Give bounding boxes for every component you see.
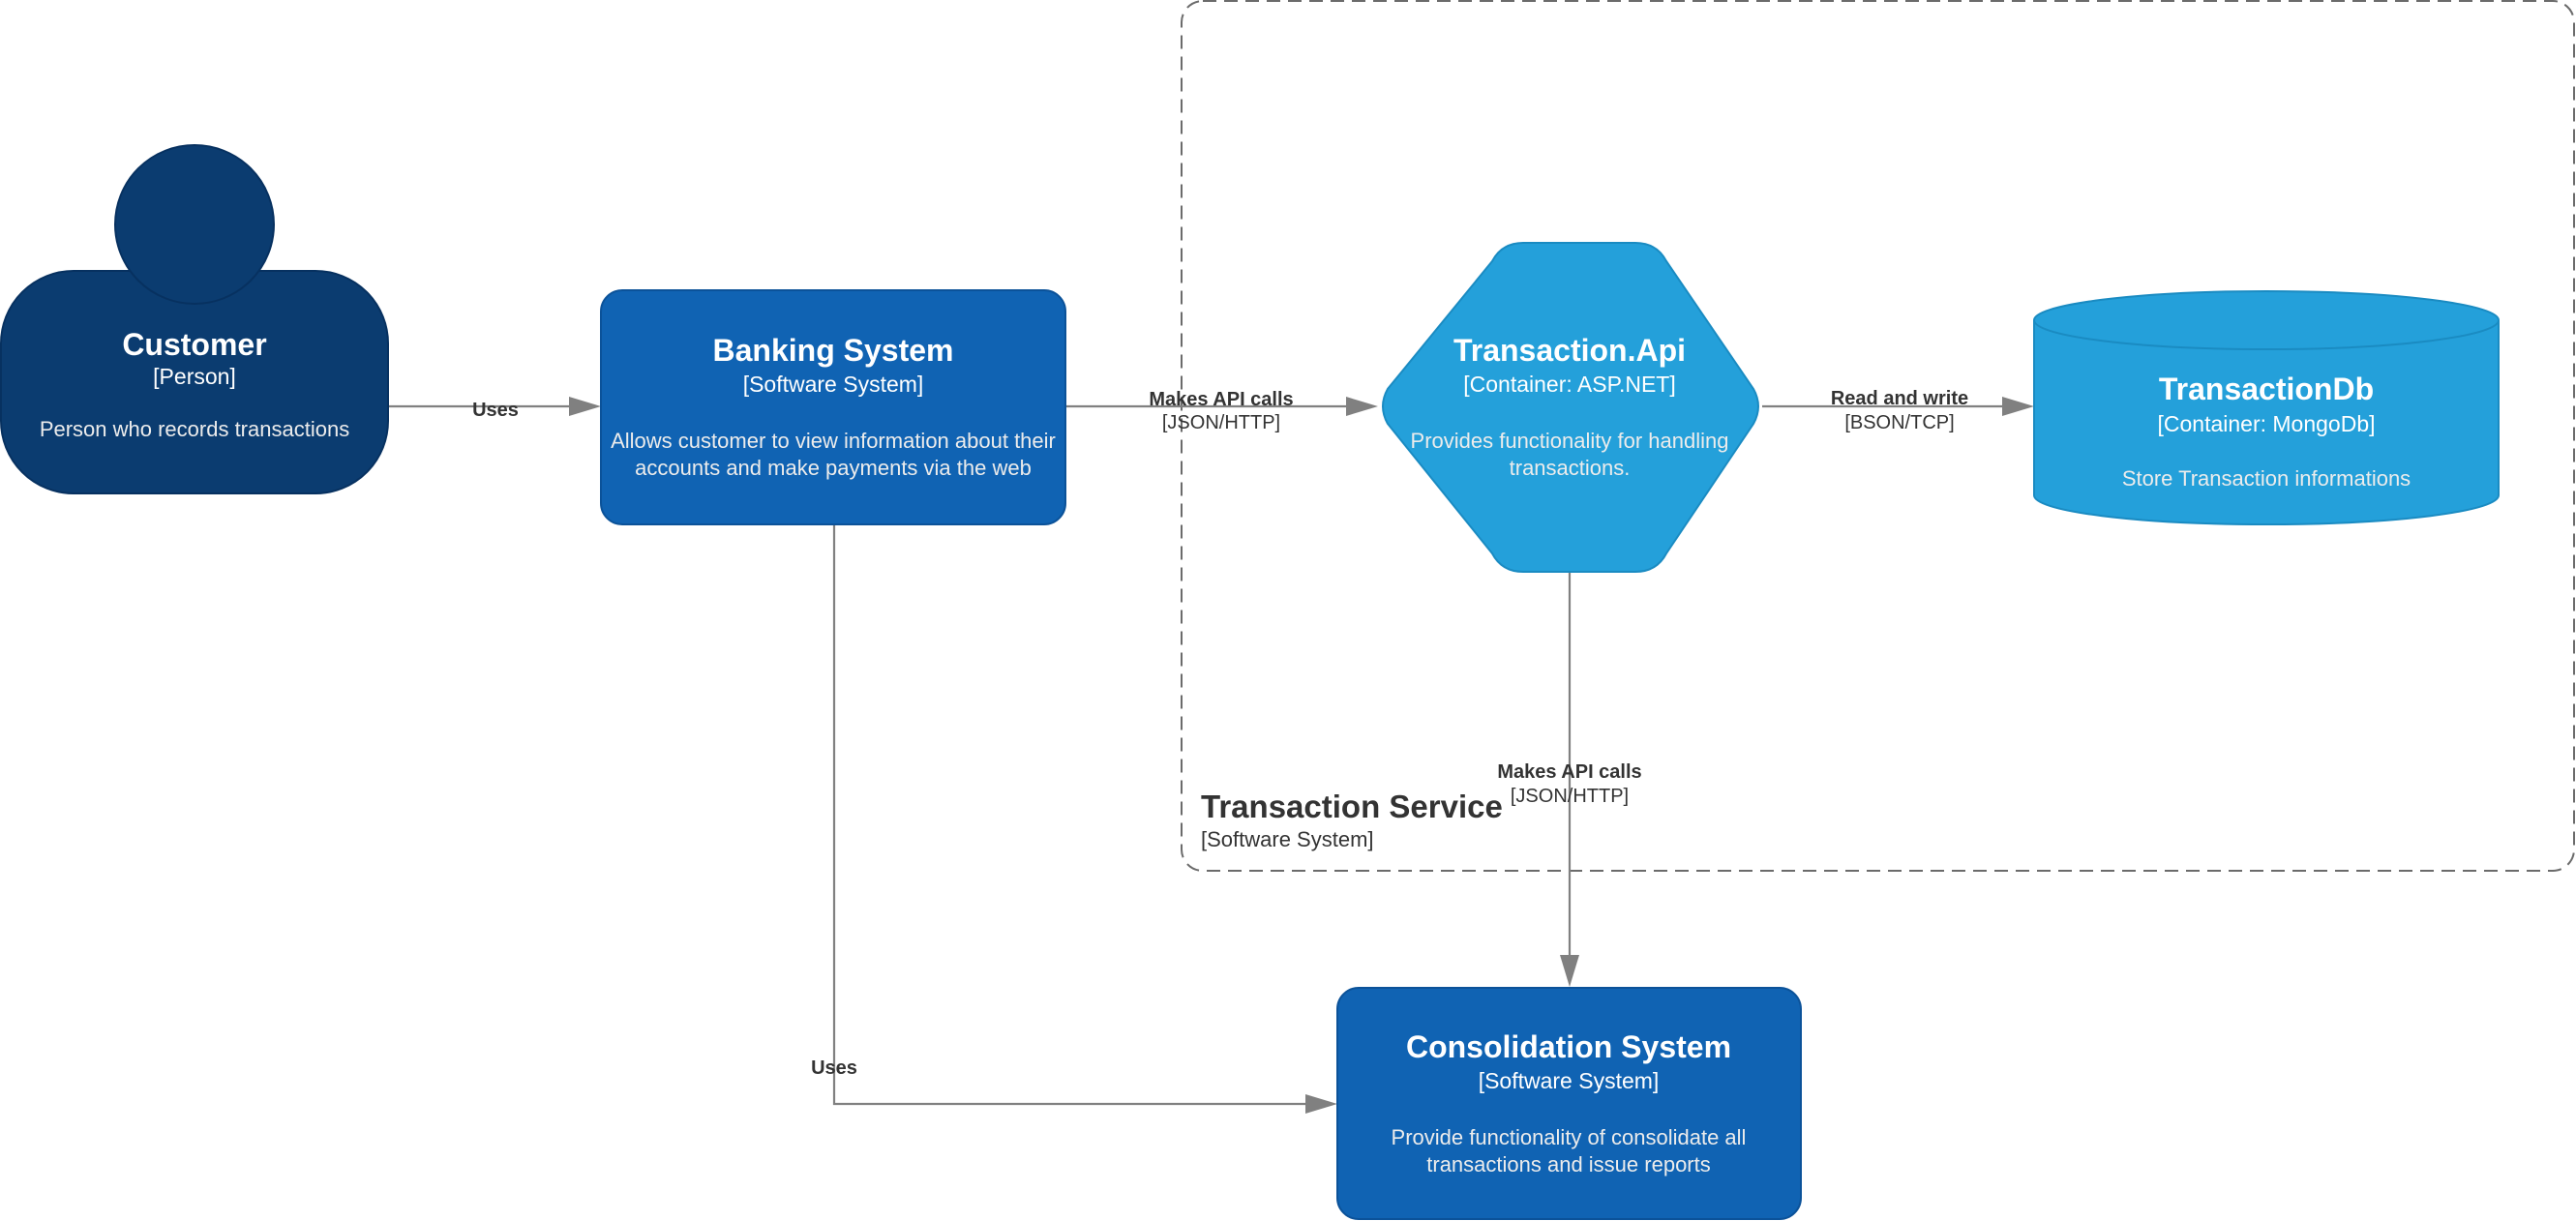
node-type: [Container: MongoDb] [2157, 411, 2375, 436]
arrow-head-icon [2002, 397, 2034, 416]
boundary-title: Transaction Service [1201, 789, 1503, 824]
software-system-box [600, 289, 1066, 525]
node-title: TransactionDb [2159, 372, 2374, 406]
transaction-db-node[interactable]: TransactionDb [Container: MongoDb] Store… [2033, 290, 2500, 525]
boundary-type: [Software System] [1201, 827, 1374, 851]
arrow-head-icon [1346, 397, 1378, 416]
node-description: Person who records transactions [40, 417, 349, 441]
boundary-frame [1181, 0, 2575, 872]
cylinder-body [2033, 320, 2500, 525]
node-description-line-1: Allows customer to view information abou… [611, 429, 1056, 453]
node-type: [Person] [153, 364, 236, 389]
banking-system-node[interactable]: Banking System [Software System] Allows … [600, 289, 1066, 525]
node-title: Customer [122, 327, 266, 362]
edge-customer-to-banking[interactable] [389, 397, 601, 416]
node-description-line-2: transactions. [1510, 456, 1631, 480]
node-description: Store Transaction informations [2122, 466, 2411, 491]
node-description-line-1: Provides functionality for handling [1411, 429, 1729, 453]
edge-labels: Uses Makes API calls [JSON/HTTP] Read an… [472, 388, 1968, 1079]
node-description-line-2: accounts and make payments via the web [635, 456, 1032, 480]
edge-technology-api-to-db: [BSON/TCP] [1844, 412, 1954, 433]
node-type: [Software System] [1479, 1068, 1660, 1093]
person-shape-icon [0, 144, 389, 494]
edge-label-api-to-db: Read and write [1831, 388, 1968, 409]
node-type: [Software System] [743, 372, 924, 397]
hexagon-shape-icon [1382, 242, 1759, 573]
consolidation-system-node[interactable]: Consolidation System [Software System] P… [1336, 987, 1802, 1220]
node-description-line-2: transactions and issue reports [1426, 1152, 1711, 1176]
arrow-head-icon [569, 397, 601, 416]
transaction-api-node[interactable]: Transaction.Api [Container: ASP.NET] Pro… [1382, 242, 1759, 573]
edge-technology-banking-to-api: [JSON/HTTP] [1162, 412, 1280, 433]
software-system-box [1336, 987, 1802, 1220]
edges [389, 397, 2034, 1114]
cylinder-top [2033, 290, 2500, 350]
edge-label-customer-to-banking: Uses [472, 400, 519, 421]
edge-api-to-db[interactable] [1762, 397, 2034, 416]
edge-banking-to-consolidation[interactable] [832, 524, 1337, 1114]
edge-label-banking-to-consolidation: Uses [811, 1057, 857, 1079]
node-title: Consolidation System [1406, 1029, 1731, 1064]
customer-node[interactable]: Customer [Person] Person who records tra… [0, 144, 389, 494]
edge-banking-to-api[interactable] [1065, 397, 1378, 416]
database-cylinder-shape-icon [2033, 290, 2500, 525]
edge-api-to-consolidation[interactable] [1560, 573, 1579, 987]
node-title: Banking System [713, 333, 954, 368]
node-type: [Container: ASP.NET] [1463, 372, 1675, 397]
node-description-line-1: Provide functionality of consolidate all [1392, 1125, 1747, 1149]
person-head [114, 144, 275, 305]
transaction-service-boundary[interactable]: Transaction Service [Software System] [1181, 0, 2575, 872]
arrow-head-icon [1305, 1094, 1337, 1114]
node-title: Transaction.Api [1453, 333, 1686, 368]
edge-line [832, 524, 1308, 1106]
edge-label-banking-to-api: Makes API calls [1149, 389, 1293, 410]
arrow-head-icon [1560, 955, 1579, 987]
edge-label-api-to-consolidation: Makes API calls [1497, 761, 1641, 783]
edge-technology-api-to-consolidation: [JSON/HTTP] [1511, 786, 1629, 807]
